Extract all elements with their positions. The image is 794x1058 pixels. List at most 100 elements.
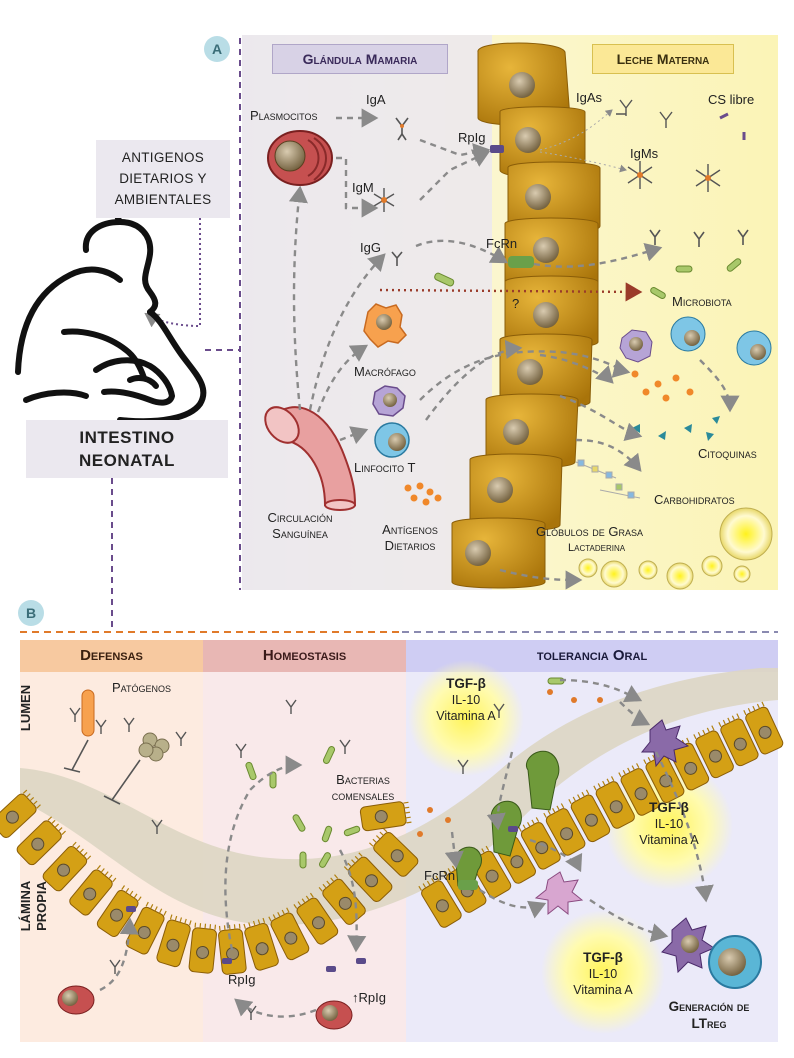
intestinal-cell [543,803,586,856]
intestinal-cell [693,725,734,779]
tgf-block-3: TGF-β IL-10 Vitamina A [553,950,653,998]
intestinal-cell [268,907,310,961]
vitamina-label: Vitamina A [573,983,633,997]
vitamina-label: Vitamina A [436,709,496,723]
plasmocitos-label: Plasmocitos [250,108,318,123]
intestinal-cell [743,701,784,755]
commensal-bacteria [245,677,565,869]
epithelial-column [451,42,601,589]
macrofago-label: Macrófago [354,364,416,379]
antigens-line-2: DIETARIOS Y [119,171,207,186]
flow-arrows-a [288,108,740,590]
antigens-box: ANTIGENOS DIETARIOS Y AMBIENTALES [96,140,230,218]
intestino-box: INTESTINO NEONATAL [26,420,228,478]
panel-a-badge: A [204,36,230,62]
fcrn-receptor-b [458,880,478,890]
carbohydrate-chains [575,459,641,499]
antigen-dots-b [417,689,603,837]
igms-antibody [627,161,721,192]
fcrn-label-b: FcRn [424,868,456,883]
tgf-glow [408,660,524,776]
igas-antibody [616,99,673,128]
microbiota-bacteria [434,258,742,299]
linfocito-label: Linfocito T [354,460,416,475]
tgf-block-1: TGF-β IL-10 Vitamina A [416,676,516,724]
circulacion-line-2: Sanguínea [272,526,328,541]
intestinal-cell [593,776,635,829]
tgf-glow [541,910,665,1034]
igg-antibody [391,251,403,266]
inhibition-lines [63,739,141,805]
homeostasis-background [203,640,406,1042]
intestinal-cell [243,917,279,971]
antigenos-line-2: Dietarios [384,538,436,553]
cs-libre-label: CS libre [708,92,755,107]
tolerancia-header: tolerancia Oral [536,647,648,664]
igm-label: IgM [352,180,374,195]
tgf-title: TGF-β [446,676,486,691]
lumen-label: LUMEN [18,684,33,732]
fcrn-receptor [508,256,534,268]
igms-center [637,172,711,181]
dietary-antigen-dots [404,482,442,506]
generacion-line-2: LTreg [691,1016,727,1031]
question-label: ? [512,296,520,311]
circulacion-label: Circulación Sanguínea [250,510,350,542]
rpig-label: RpIg [458,130,486,145]
milk-macrophage [619,329,653,363]
intestinal-cell [618,763,660,816]
il10-label: IL-10 [451,693,481,707]
intestinal-cell [96,885,142,937]
iga-label: IgA [366,92,386,107]
intestinal-cell [69,864,117,916]
antigenos-line-1: Antígenos [382,522,438,537]
bacterias-line-2: comensales [331,788,395,803]
intestinal-cell [188,922,217,974]
macrophage-cell [363,303,407,348]
panel-b-badge: B [18,600,44,626]
milk-t-cell [670,316,772,366]
circulacion-line-1: Circulación [267,510,333,525]
treg-cell [661,917,762,989]
intestinal-cell [369,827,419,877]
intestinal-cell [418,875,462,928]
flow-arrows-b [99,678,714,1018]
microbiota-transfer-arrow [379,282,643,302]
intestinal-cell [568,789,611,843]
intestinal-cell-row [0,701,784,975]
tgf-title: TGF-β [649,800,689,815]
plasma-cell [267,130,333,186]
vitamina-label: Vitamina A [639,833,699,847]
igms-label: IgMs [630,146,659,161]
antigenos-label: Antígenos Dietarios [362,522,458,554]
lactaderina-label: Lactaderina [568,542,626,554]
carbohidratos-label: Carbohidratos [654,492,735,507]
blood-vessel [264,406,357,511]
iga-antibodies-b [69,699,505,1020]
intestino-line-2: NEONATAL [79,451,175,470]
intestinal-cell [156,914,192,968]
rpig-receptor [490,145,504,153]
lamina-line-2: PROPIA [34,881,49,931]
intestinal-cell [359,801,412,832]
mucus-layer [20,668,778,926]
intestinal-cell [0,789,41,839]
antigens-line-3: AMBIENTALES [114,192,212,207]
pathogen [81,689,170,762]
fat-globules [578,507,773,590]
intestinal-cell [518,817,561,870]
il10-label: IL-10 [654,817,684,831]
dendritic-cell [534,719,690,916]
tgf-title: TGF-β [583,950,623,965]
generacion-line-1: Generación de [668,999,750,1014]
rpig-receptors-b [126,826,518,972]
intestinal-cell [718,713,759,767]
lamina-label: LÁMINA PROPIA [18,866,50,946]
rpig-label-b2: ↑RpIg [352,990,386,1005]
igas-label: IgAs [576,90,603,105]
bacterias-label: Bacterias comensales [318,772,408,804]
cs-libre-fragment [719,112,746,140]
gland-header: Glándula Mamaria [272,44,448,74]
